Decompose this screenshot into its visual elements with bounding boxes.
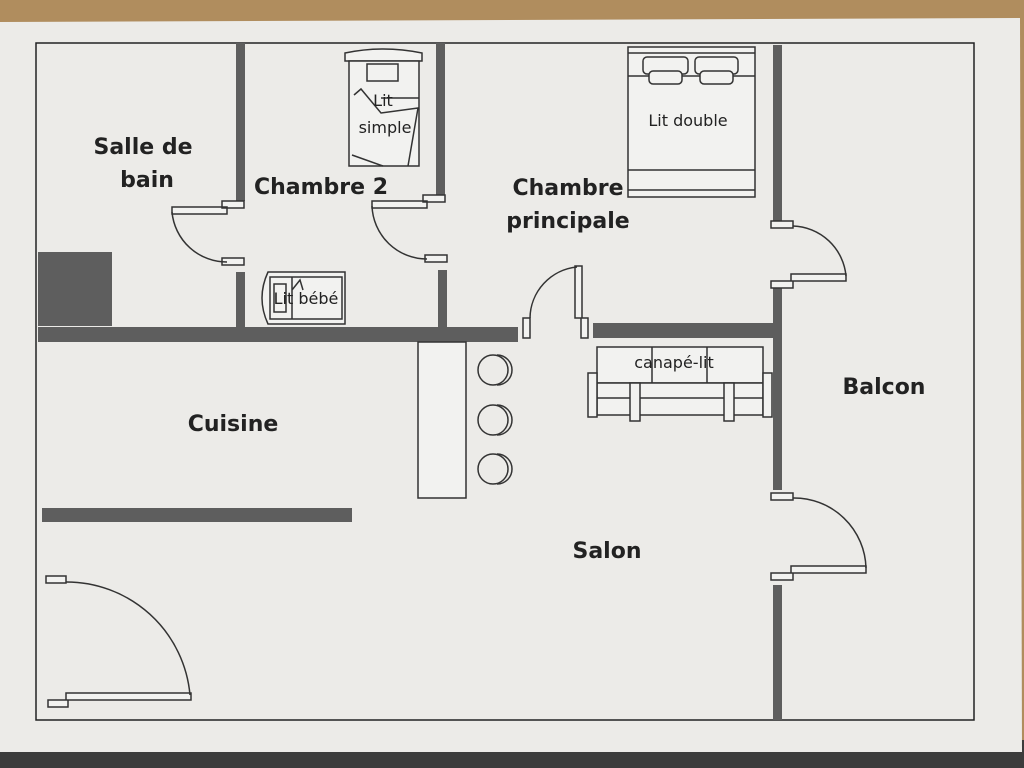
walls: [38, 43, 782, 720]
wall-master-south: [593, 323, 773, 338]
room-label-bathroom-2: bain: [120, 168, 174, 193]
sofa-bed-label: canapé-lit: [634, 353, 713, 372]
entrance-door: [45, 575, 192, 708]
kitchen-counter: [417, 341, 467, 499]
double-bed: Lit double: [627, 46, 756, 198]
single-bed-label-1: Lit: [373, 91, 393, 110]
stool: [477, 354, 513, 386]
wall-bed2-master-lower: [438, 270, 447, 330]
wall-bath-bed2-upper: [236, 43, 245, 201]
room-label-balcony: Balcon: [843, 375, 926, 400]
stool: [477, 404, 513, 436]
room-label-master-1: Chambre: [512, 176, 623, 201]
plan-border: [35, 42, 975, 721]
door-master-balcony: [770, 220, 847, 289]
single-bed-label-2: simple: [359, 118, 412, 137]
wall-balcony-upper: [773, 45, 782, 221]
door-bathroom: [171, 200, 245, 266]
double-bed-label: Lit double: [648, 111, 727, 130]
bar-stools: [477, 354, 513, 485]
room-label-living: Salon: [572, 539, 641, 564]
room-label-bathroom-1: Salle de: [93, 135, 192, 160]
paper-sheet: [0, 18, 1022, 752]
wall-balcony-lower: [773, 585, 782, 720]
wall-bedrooms-south: [38, 327, 518, 342]
stool: [477, 453, 513, 485]
shower-block: [38, 252, 112, 326]
door-living-balcony: [770, 492, 867, 581]
wall-balcony-middle: [773, 286, 782, 490]
baby-bed: Lit bébé: [261, 271, 346, 325]
wall-bath-bed2-lower: [236, 272, 245, 330]
single-bed: Lit simple: [344, 48, 423, 167]
door-bedroom2: [371, 194, 448, 263]
door-master: [522, 265, 589, 339]
baby-bed-label: Lit bébé: [274, 289, 339, 308]
sofa-bed: canapé-lit: [587, 346, 773, 422]
room-label-master-2: principale: [506, 209, 629, 234]
wall-kitchen-south: [42, 508, 352, 522]
wall-bed2-master-upper: [436, 43, 445, 195]
room-label-bedroom2: Chambre 2: [254, 175, 388, 200]
room-label-kitchen: Cuisine: [188, 412, 279, 437]
